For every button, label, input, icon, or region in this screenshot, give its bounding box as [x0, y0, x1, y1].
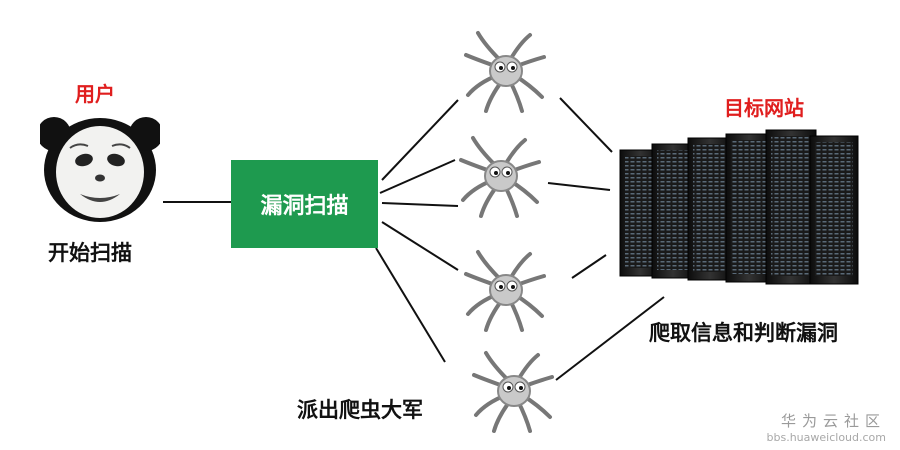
line-spider-4-target — [571, 254, 607, 279]
line-scanner-spider-4 — [381, 221, 459, 271]
line-scanner-spider-5 — [375, 247, 446, 363]
watermark-brand: 华为云社区 — [780, 412, 886, 430]
user-caption: 开始扫描 — [48, 241, 132, 265]
target-caption: 爬取信息和判断漏洞 — [649, 321, 838, 345]
line-scanner-spider-2 — [379, 159, 456, 194]
spider-icon — [472, 351, 554, 433]
spider-icon — [464, 250, 546, 332]
user-title: 用户 — [75, 82, 115, 106]
line-spider-1-target — [559, 97, 613, 153]
line-scanner-spider-3 — [381, 202, 459, 207]
spider-icon — [464, 31, 546, 113]
scanner-box: 漏洞扫描 — [231, 160, 378, 248]
target-title: 目标网站 — [724, 96, 804, 120]
watermark-url: bbs.huaweicloud.com — [766, 431, 886, 444]
line-scanner-spider-1 — [381, 99, 459, 181]
crawlers-caption: 派出爬虫大军 — [297, 398, 423, 422]
spider-icon — [459, 136, 541, 218]
panda-face-icon — [40, 117, 160, 222]
line-spider-5-target — [555, 296, 665, 381]
line-spider-2-target — [547, 182, 611, 191]
server-rack-icon — [619, 129, 859, 285]
